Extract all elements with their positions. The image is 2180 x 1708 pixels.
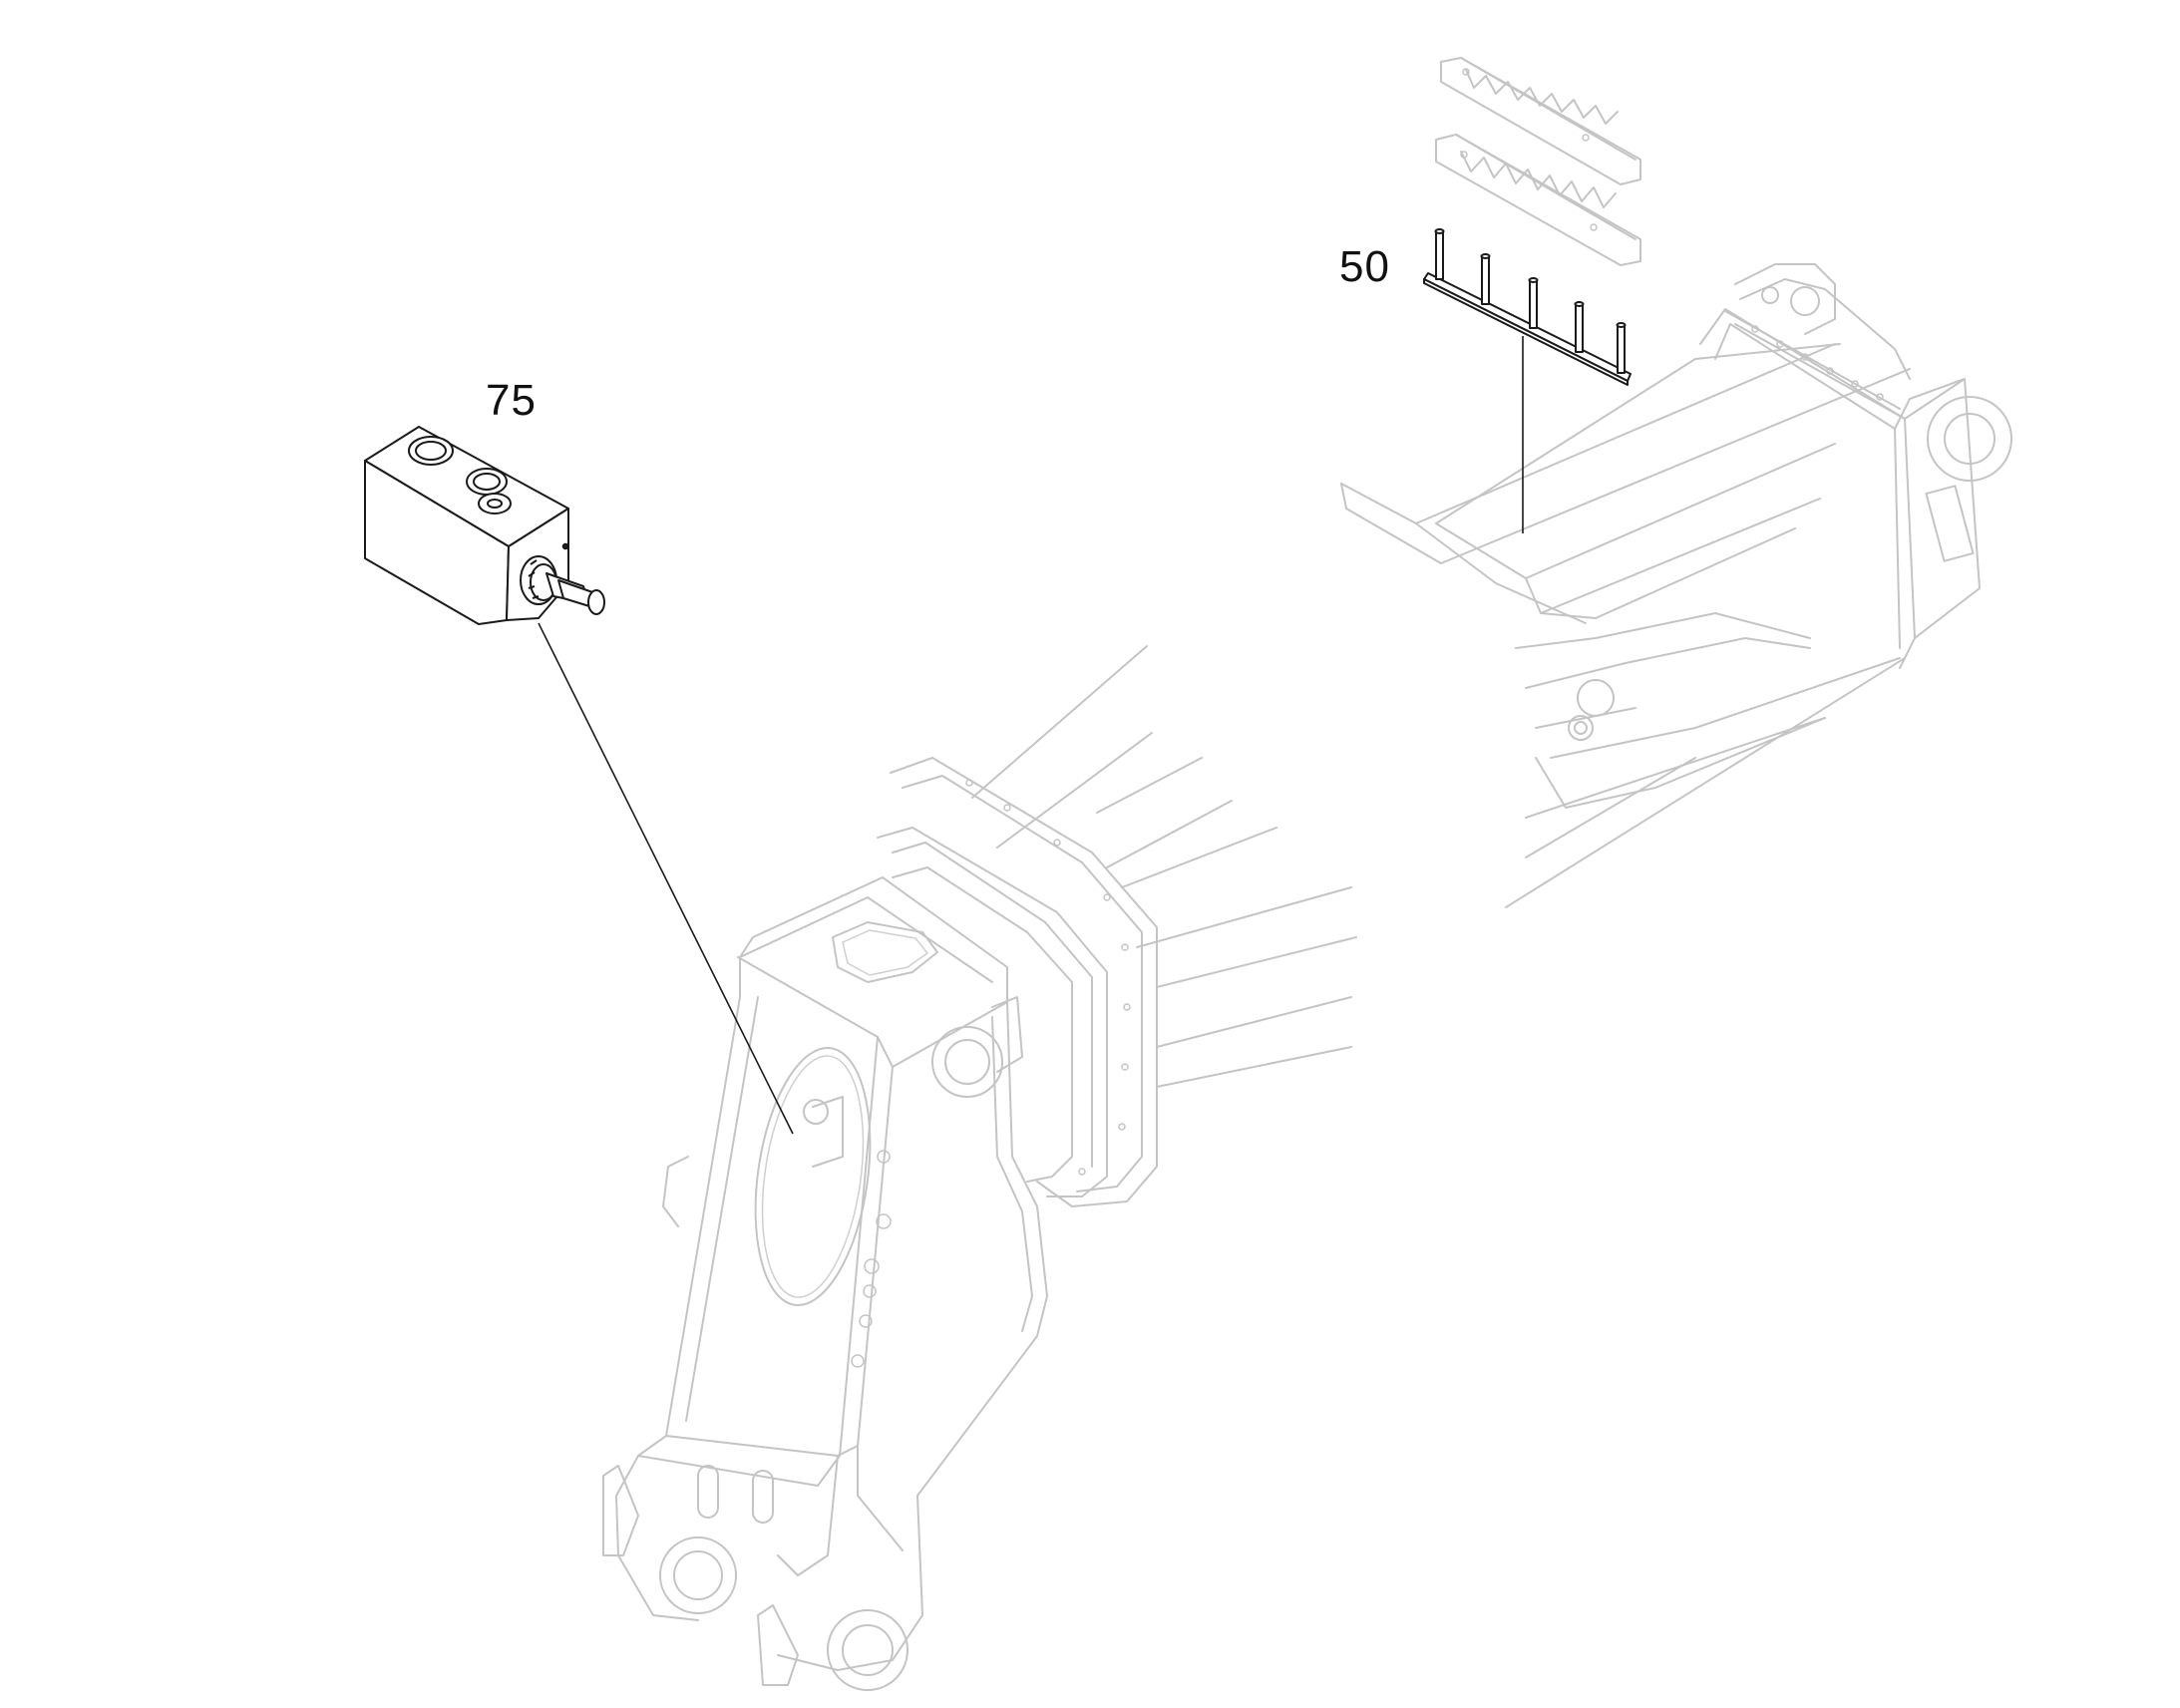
part-75-valve-block[interactable]: [364, 426, 605, 625]
callout-label-50: 50: [1339, 242, 1390, 291]
comb-strips-exploded: [1435, 57, 1641, 266]
boom-left-assembly: [602, 645, 1357, 1691]
leader-line-75: [538, 622, 794, 1135]
callout-label-75: 75: [486, 376, 537, 425]
boom-right-assembly: [1340, 263, 2012, 908]
part-50-pin-plate[interactable]: [1423, 228, 1632, 386]
